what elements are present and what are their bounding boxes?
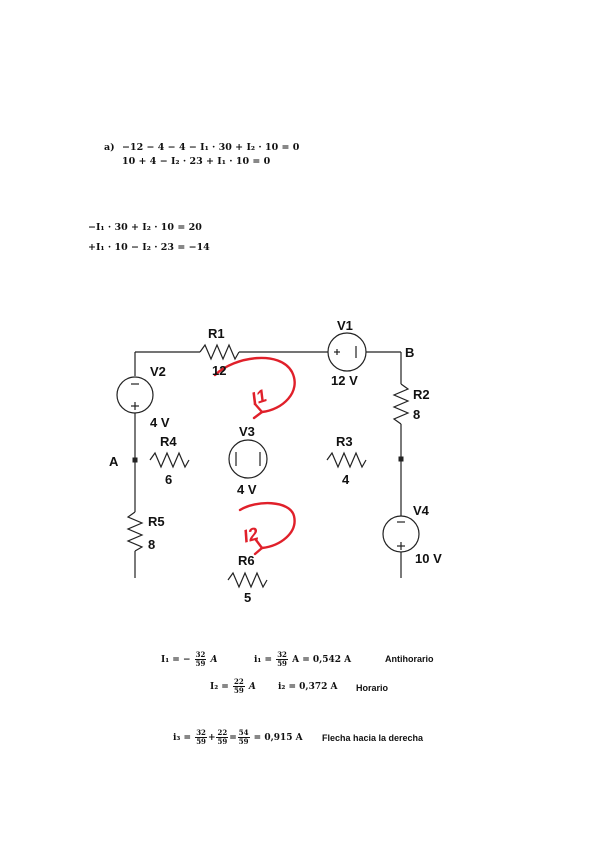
v4-value: 10 V <box>415 551 442 566</box>
v4-label: V4 <box>413 503 430 518</box>
equation-1b: 10 + 4 − I₂ · 23 + I₁ · 10 = 0 <box>122 156 271 167</box>
fraction-num: 54 <box>237 728 250 738</box>
result-i2-lhs: I₂ = <box>210 682 229 692</box>
result-i2-unit: A <box>248 682 256 692</box>
fraction-num: 32 <box>194 650 207 660</box>
v2-label: V2 <box>150 364 166 379</box>
result-i1b-value: A = 0,542 A <box>292 655 352 665</box>
fraction-den: 59 <box>196 737 206 746</box>
fraction-den: 59 <box>277 659 287 668</box>
circuit-diagram: I1 I2 R1 12 V1 12 V B V2 4 V R2 8 A R4 6… <box>109 318 442 605</box>
node-a-dot <box>132 457 138 463</box>
result-i2-direction: Horario <box>356 683 389 693</box>
mesh-label-i1: I1 <box>249 385 269 409</box>
r4-label: R4 <box>160 434 177 449</box>
v1-value: 12 V <box>331 373 358 388</box>
result-i1-lhs: I₁ = − <box>161 655 191 665</box>
v1-label: V1 <box>337 318 353 333</box>
r2-label: R2 <box>413 387 430 402</box>
v3-label: V3 <box>239 424 255 439</box>
fraction-den: 59 <box>195 659 206 668</box>
r1-value: 12 <box>212 363 226 378</box>
r1-label: R1 <box>208 326 225 341</box>
result-i2-magnitude: i₂ = 0,372 A <box>278 682 338 692</box>
fraction-num: 32 <box>276 650 288 660</box>
r3-value: 4 <box>342 472 350 487</box>
equals-sign: = <box>229 733 237 743</box>
v3-value: 4 V <box>237 482 257 497</box>
mesh-annotations <box>213 356 296 556</box>
fraction-den: 59 <box>217 737 228 746</box>
result-i1-unit: A <box>210 655 218 665</box>
mesh-label-i2: I2 <box>241 523 261 546</box>
r6-label: R6 <box>238 553 255 568</box>
node-a-label: A <box>109 454 119 469</box>
result-i3-value: = 0,915 A <box>253 733 303 743</box>
result-i1b-lhs: i₁ = <box>254 655 273 665</box>
r4-value: 6 <box>165 472 172 487</box>
equation-2b: +I₁ · 10 − I₂ · 23 = −14 <box>88 242 210 253</box>
node-b-dot <box>398 456 404 462</box>
plus-sign: + <box>207 733 216 743</box>
part-label: a) <box>104 142 115 153</box>
r5-value: 8 <box>148 537 155 552</box>
v2-value: 4 V <box>150 415 170 430</box>
r3-label: R3 <box>336 434 353 449</box>
result-i3-lhs: i₃ = <box>173 733 192 743</box>
node-b-label: B <box>405 345 414 360</box>
fraction-num: 32 <box>195 728 207 738</box>
result-i1-direction: Antihorario <box>385 654 434 664</box>
fraction-den: 59 <box>238 737 249 746</box>
result-i3-direction: Flecha hacia la derecha <box>322 733 424 743</box>
r6-value: 5 <box>244 590 251 605</box>
equation-2a: −I₁ · 30 + I₂ · 10 = 20 <box>88 222 202 233</box>
fraction-num: 22 <box>232 677 245 687</box>
fraction-num: 22 <box>216 728 229 738</box>
equation-1a: −12 − 4 − 4 − I₁ · 30 + I₂ · 10 = 0 <box>122 142 300 153</box>
fraction-den: 59 <box>233 686 244 695</box>
r2-value: 8 <box>413 407 420 422</box>
r5-label: R5 <box>148 514 165 529</box>
